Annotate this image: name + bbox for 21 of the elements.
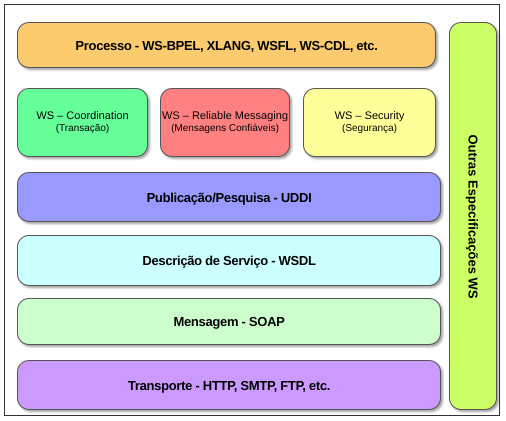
side-bar bbox=[449, 22, 497, 410]
spec-box bbox=[160, 88, 290, 157]
layer-bar bbox=[17, 235, 441, 286]
layer-label: Processo - WS-BPEL, XLANG, WSFL, WS-CDL, etc. bbox=[75, 38, 378, 52]
layer-label: Transporte - HTTP, SMTP, FTP, etc. bbox=[128, 378, 330, 392]
vertical-label: Outras Especificações WS bbox=[466, 134, 480, 298]
layer-label: Descrição de Serviço - WSDL bbox=[142, 253, 316, 268]
layer-bar bbox=[17, 298, 441, 345]
spec-subtitle: (Transação) bbox=[56, 123, 110, 135]
spec-title: WS – Reliable Messaging bbox=[162, 110, 288, 123]
layer-label: Mensagem - SOAP bbox=[173, 314, 285, 329]
spec-title: WS – Security bbox=[334, 110, 404, 123]
spec-subtitle: (Mensagens Confiáveis) bbox=[171, 123, 279, 135]
layer-bar bbox=[17, 360, 441, 410]
spec-box bbox=[17, 88, 148, 157]
layer-bar bbox=[17, 22, 436, 68]
spec-subtitle: (Segurança) bbox=[342, 123, 398, 135]
spec-title: WS – Coordination bbox=[36, 110, 129, 123]
spec-box bbox=[303, 88, 436, 157]
layer-bar bbox=[17, 172, 441, 222]
layer-label: Publicação/Pesquisa - UDDI bbox=[146, 190, 312, 204]
